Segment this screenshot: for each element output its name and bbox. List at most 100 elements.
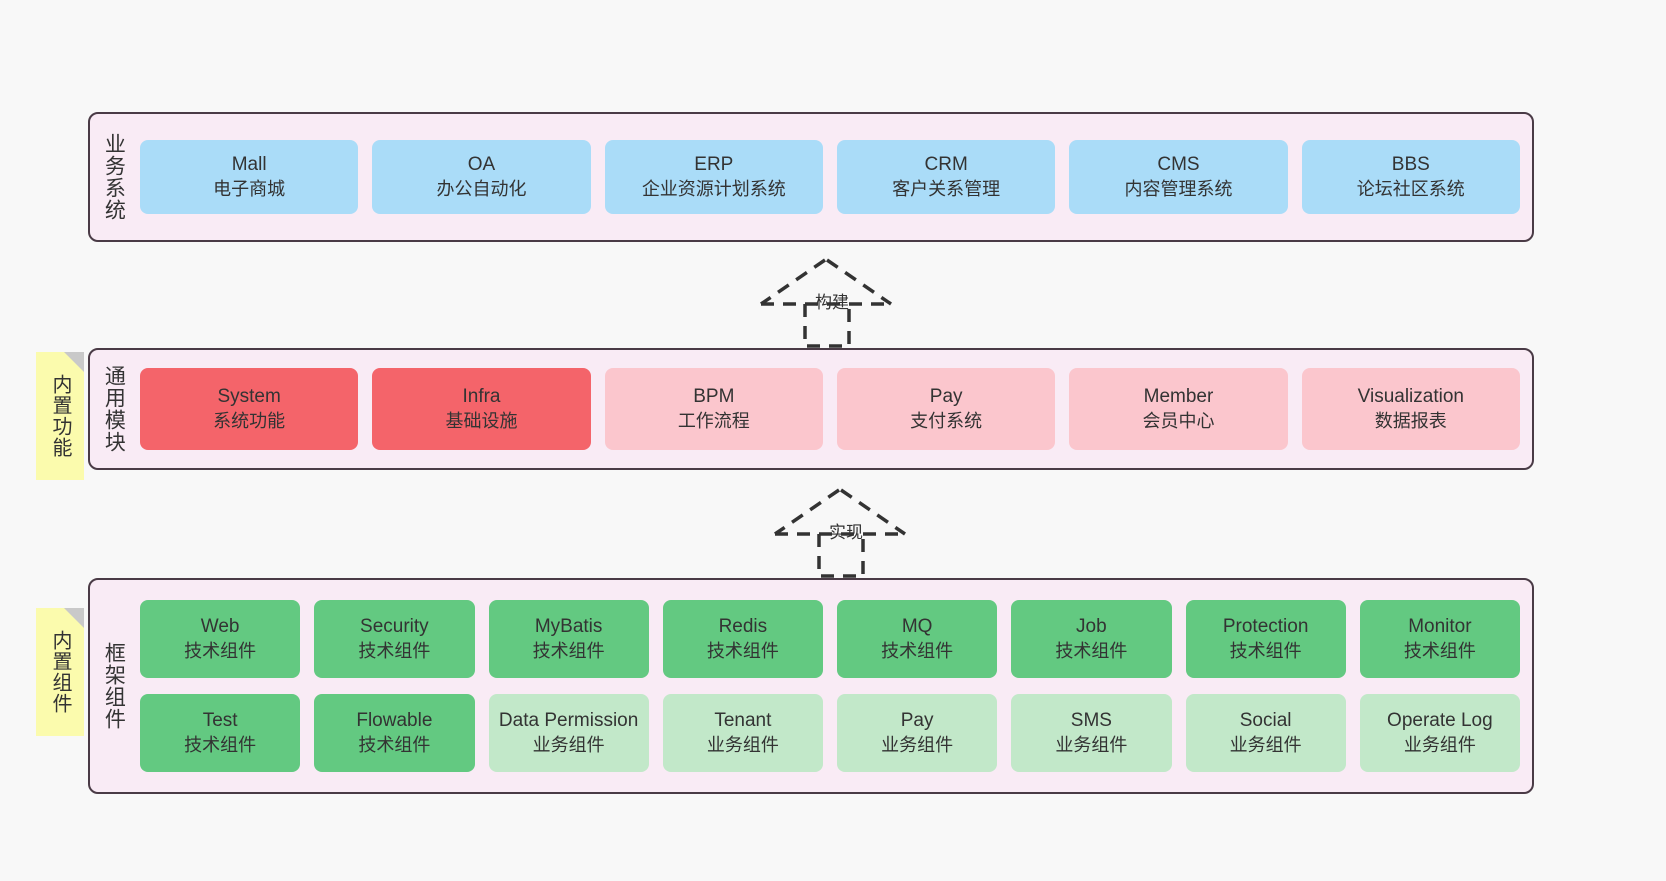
framework-row-business: Test 技术组件 Flowable 技术组件 Data Permission … (140, 694, 1520, 772)
card-oa-title: OA (467, 154, 496, 176)
card-pay-component-title: Pay (900, 710, 934, 732)
card-mybatis[interactable]: MyBatis 技术组件 (488, 600, 649, 678)
card-protection-subtitle: 技术组件 (1229, 640, 1302, 661)
card-infra-title: Infra (462, 386, 501, 408)
card-sms[interactable]: SMS 业务组件 (1011, 694, 1172, 772)
card-data-permission-subtitle: 业务组件 (532, 734, 605, 755)
card-visualization[interactable]: Visualization 数据报表 (1301, 368, 1520, 450)
card-bpm[interactable]: BPM 工作流程 (604, 368, 823, 450)
card-system-title: System (217, 386, 281, 408)
card-erp-title: ERP (694, 154, 734, 176)
card-member-subtitle: 会员中心 (1142, 410, 1215, 431)
card-monitor-title: Monitor (1408, 616, 1472, 638)
card-security-subtitle: 技术组件 (358, 640, 431, 661)
card-cms[interactable]: CMS 内容管理系统 (1069, 140, 1288, 214)
card-flowable[interactable]: Flowable 技术组件 (314, 694, 475, 772)
card-bpm-subtitle: 工作流程 (677, 410, 750, 431)
card-system[interactable]: System 系统功能 (140, 368, 359, 450)
card-bbs-subtitle: 论坛社区系统 (1356, 178, 1465, 199)
card-web[interactable]: Web 技术组件 (140, 600, 301, 678)
card-monitor[interactable]: Monitor 技术组件 (1359, 600, 1520, 678)
card-monitor-subtitle: 技术组件 (1403, 640, 1476, 661)
card-test-subtitle: 技术组件 (184, 734, 257, 755)
card-pay-module[interactable]: Pay 支付系统 (836, 368, 1056, 450)
card-mall-subtitle: 电子商城 (213, 178, 286, 199)
layer-caption-framework-components: 框架组件 (102, 642, 126, 730)
card-pay-component-subtitle: 业务组件 (881, 734, 954, 755)
card-member[interactable]: Member 会员中心 (1069, 368, 1288, 450)
card-social-subtitle: 业务组件 (1229, 734, 1302, 755)
card-test-title: Test (202, 710, 238, 732)
connector-build-label: 构建 (815, 293, 849, 312)
card-cms-title: CMS (1157, 154, 1200, 176)
card-security[interactable]: Security 技术组件 (314, 600, 475, 678)
card-infra[interactable]: Infra 基础设施 (372, 368, 591, 450)
card-crm-subtitle: 客户关系管理 (892, 178, 1001, 199)
card-pay-component[interactable]: Pay 业务组件 (837, 694, 998, 772)
layer-framework-components: 框架组件 Web 技术组件 Security 技术组件 MyBatis 技术组件… (88, 578, 1534, 794)
card-crm[interactable]: CRM 客户关系管理 (836, 140, 1056, 214)
card-operate-log[interactable]: Operate Log 业务组件 (1359, 694, 1520, 772)
card-crm-title: CRM (924, 154, 968, 176)
card-social[interactable]: Social 业务组件 (1185, 694, 1346, 772)
card-tenant-subtitle: 业务组件 (706, 734, 779, 755)
card-job-subtitle: 技术组件 (1055, 640, 1128, 661)
sticky-note-builtin-features-text: 内置功能 (49, 374, 71, 458)
layer-common-modules: 通用模块 System 系统功能 Infra 基础设施 BPM 工作流程 Pay… (88, 348, 1534, 470)
card-mq-subtitle: 技术组件 (881, 640, 954, 661)
card-flowable-subtitle: 技术组件 (358, 734, 431, 755)
card-bpm-title: BPM (693, 386, 735, 408)
card-member-title: Member (1143, 386, 1214, 408)
sticky-note-builtin-components: 内置组件 (36, 608, 84, 736)
card-erp-subtitle: 企业资源计划系统 (641, 178, 786, 199)
card-test[interactable]: Test 技术组件 (140, 694, 301, 772)
card-sms-title: SMS (1070, 710, 1112, 732)
layer-body-framework-components: Web 技术组件 Security 技术组件 MyBatis 技术组件 Redi… (136, 580, 1532, 792)
card-protection[interactable]: Protection 技术组件 (1185, 600, 1346, 678)
framework-row-technical: Web 技术组件 Security 技术组件 MyBatis 技术组件 Redi… (140, 600, 1520, 678)
card-visualization-title: Visualization (1357, 386, 1464, 408)
card-operate-log-subtitle: 业务组件 (1403, 734, 1476, 755)
card-mybatis-title: MyBatis (534, 616, 603, 638)
card-redis-subtitle: 技术组件 (706, 640, 779, 661)
card-mybatis-subtitle: 技术组件 (532, 640, 605, 661)
card-web-title: Web (200, 616, 240, 638)
connector-implement-label: 实现 (829, 523, 863, 542)
card-mall-title: Mall (231, 154, 267, 176)
connector-implement-shape (774, 488, 906, 578)
card-tenant[interactable]: Tenant 业务组件 (662, 694, 823, 772)
card-job[interactable]: Job 技术组件 (1011, 600, 1172, 678)
card-sms-subtitle: 业务组件 (1055, 734, 1128, 755)
card-redis-title: Redis (718, 616, 768, 638)
card-mq-title: MQ (901, 616, 933, 638)
card-web-subtitle: 技术组件 (184, 640, 257, 661)
card-tenant-title: Tenant (714, 710, 772, 732)
connector-implement: 实现 (771, 488, 921, 578)
layer-caption-common-modules: 通用模块 (102, 365, 126, 453)
card-redis[interactable]: Redis 技术组件 (662, 600, 823, 678)
layer-caption-business-system: 业务系统 (102, 133, 126, 221)
sticky-fold-corner-icon (64, 352, 84, 372)
card-data-permission[interactable]: Data Permission 业务组件 (488, 694, 649, 772)
card-visualization-subtitle: 数据报表 (1374, 410, 1447, 431)
card-mall[interactable]: Mall 电子商城 (140, 140, 359, 214)
card-bbs-title: BBS (1391, 154, 1430, 176)
card-flowable-title: Flowable (356, 710, 433, 732)
card-security-title: Security (360, 616, 429, 638)
card-system-subtitle: 系统功能 (213, 410, 286, 431)
card-oa-subtitle: 办公自动化 (436, 178, 527, 199)
layer-body-common-modules: System 系统功能 Infra 基础设施 BPM 工作流程 Pay 支付系统… (136, 350, 1532, 468)
card-bbs[interactable]: BBS 论坛社区系统 (1301, 140, 1520, 214)
card-oa[interactable]: OA 办公自动化 (372, 140, 591, 214)
card-protection-title: Protection (1222, 616, 1309, 638)
sticky-fold-corner-icon (64, 608, 84, 628)
card-data-permission-title: Data Permission (498, 710, 639, 732)
card-mq[interactable]: MQ 技术组件 (837, 600, 998, 678)
card-pay-module-subtitle: 支付系统 (910, 410, 983, 431)
card-job-title: Job (1076, 616, 1107, 638)
sticky-note-builtin-components-text: 内置组件 (49, 630, 71, 714)
card-erp[interactable]: ERP 企业资源计划系统 (604, 140, 823, 214)
card-pay-module-title: Pay (929, 386, 963, 408)
connector-build-shape (760, 258, 892, 348)
